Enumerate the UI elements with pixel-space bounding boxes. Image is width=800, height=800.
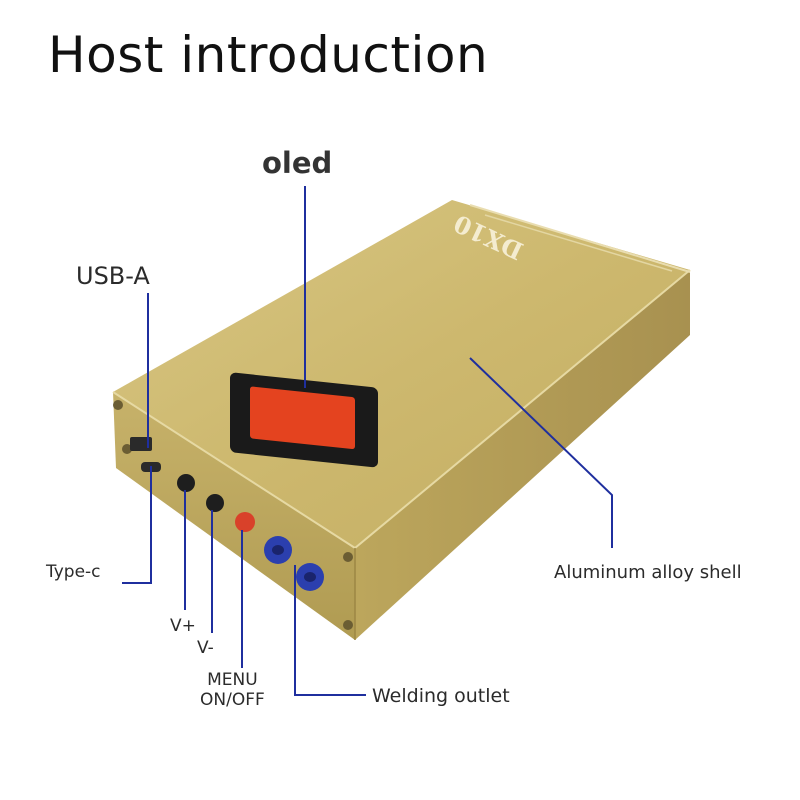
usb-a-port [130, 437, 152, 451]
label-usb-a: USB-A [76, 262, 150, 290]
label-aluminum-shell: Aluminum alloy shell [554, 562, 742, 583]
v-minus-button [206, 494, 224, 512]
label-oled: oled [262, 146, 333, 180]
oled-display [230, 372, 378, 468]
label-welding-outlet: Welding outlet [372, 685, 510, 707]
label-v-minus: V- [197, 638, 214, 658]
label-type-c: Type-c [46, 562, 101, 582]
device-top-face [113, 200, 690, 548]
welding-leader [294, 565, 366, 696]
label-v-plus: V+ [170, 616, 196, 636]
shell-leader [469, 357, 613, 548]
type-c-leader [122, 466, 152, 584]
menu-button [235, 512, 255, 532]
label-on-off: ON/OFF [200, 690, 265, 710]
device-side-face [355, 270, 690, 640]
label-menu-on-off: MENU ON/OFF [200, 670, 265, 710]
page-title: Host introduction [48, 26, 489, 84]
v-plus-button [177, 474, 195, 492]
leader-lines [122, 186, 613, 696]
label-menu: MENU [207, 670, 258, 690]
